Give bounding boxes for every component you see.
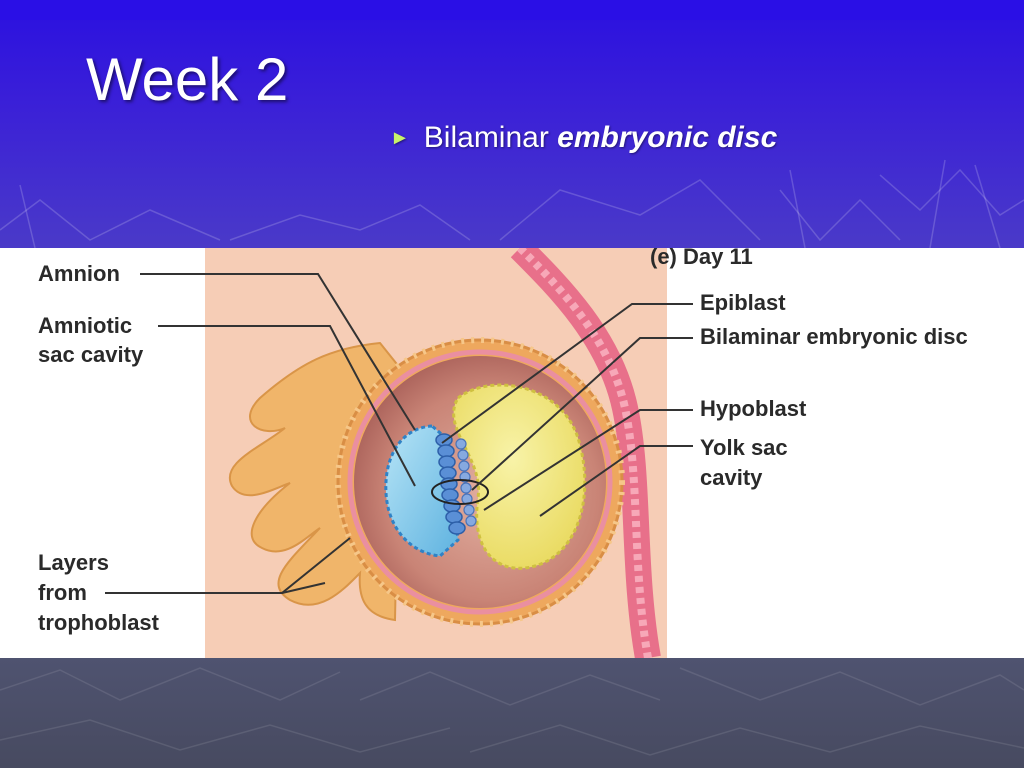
label-layers-from-trophoblast-1: Layers <box>38 550 109 575</box>
label-epiblast: Epiblast <box>700 290 786 315</box>
label-amnion: Amnion <box>38 261 120 286</box>
bullet-point: ► Bilaminar embryonic disc <box>390 118 777 158</box>
bullet-text-emphasis: embryonic disc <box>557 121 778 154</box>
bilaminar-disc-outline <box>431 479 489 505</box>
yolk-sac <box>452 383 587 570</box>
slide-footer-background <box>0 658 1024 768</box>
label-layers-from-trophoblast-3: trophoblast <box>38 610 160 635</box>
label-yolk-sac-cavity-1: Yolk sac <box>700 435 788 460</box>
label-amniotic-sac-cavity-1: Amniotic <box>38 313 132 338</box>
slide-title: Week 2 <box>86 46 289 113</box>
leader-lines <box>105 273 693 594</box>
bullet-text-regular: Bilaminar <box>423 121 558 154</box>
epiblast-cells <box>435 433 466 535</box>
cytotrophoblast <box>347 349 613 615</box>
diagram-panel: (e) Day 11 Amnion Amniotic sac cavity La… <box>0 248 1024 658</box>
label-bilaminar-embryonic-disc: Bilaminar embryonic disc <box>700 324 968 349</box>
label-yolk-sac-cavity-2: cavity <box>700 465 763 490</box>
panel-title: (e) Day 11 <box>650 248 753 269</box>
label-hypoblast: Hypoblast <box>700 396 807 421</box>
blastocyst-day11-diagram: (e) Day 11 Amnion Amniotic sac cavity La… <box>38 248 968 658</box>
slide-header-background <box>0 0 1024 248</box>
bullet-arrow-icon: ► <box>390 127 410 149</box>
slide-top-strip <box>0 0 1024 20</box>
label-amniotic-sac-cavity-2: sac cavity <box>38 342 144 367</box>
label-layers-from-trophoblast-2: from <box>38 580 87 605</box>
